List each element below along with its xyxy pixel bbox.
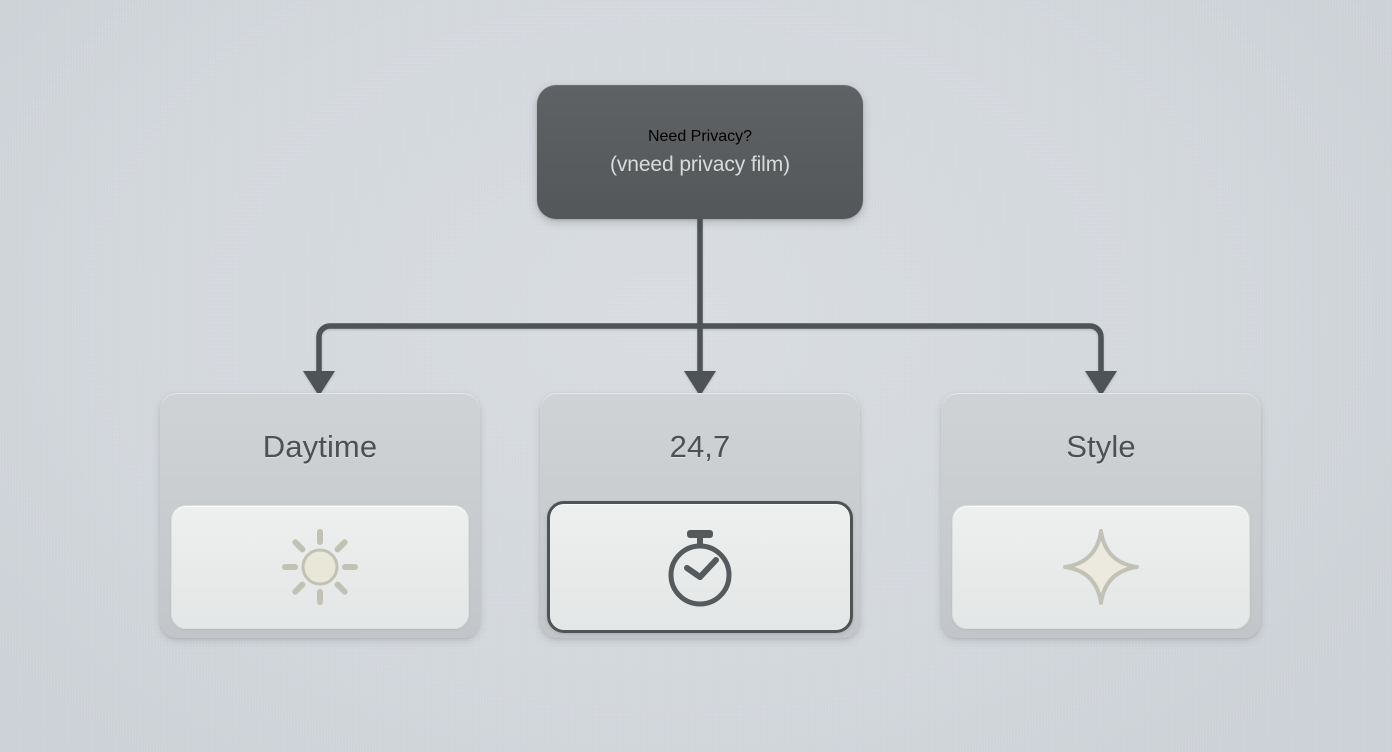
card-label-daytime: Daytime bbox=[262, 429, 378, 464]
connector-bus-right bbox=[700, 323, 1104, 376]
connector-bus-left bbox=[316, 323, 700, 376]
root-title: Need Privacy? bbox=[647, 127, 753, 145]
card-style[interactable]: Style bbox=[941, 393, 1261, 638]
root-subtitle: (vneed privacy film) bbox=[609, 152, 791, 176]
card-body-24-7[interactable] bbox=[547, 501, 853, 633]
card-body-style[interactable] bbox=[952, 505, 1250, 629]
card-24-7[interactable]: 24,7 bbox=[540, 393, 860, 638]
sparkle-icon bbox=[1063, 529, 1139, 605]
card-body-daytime[interactable] bbox=[171, 505, 469, 629]
root-node[interactable]: Need Privacy? (vneed privacy film) bbox=[537, 85, 863, 219]
card-label-style: Style bbox=[1066, 429, 1136, 464]
sun-icon bbox=[282, 529, 358, 605]
card-label-24-7: 24,7 bbox=[669, 429, 731, 464]
stopwatch-icon bbox=[668, 530, 732, 607]
card-daytime[interactable]: Daytime bbox=[160, 393, 480, 638]
